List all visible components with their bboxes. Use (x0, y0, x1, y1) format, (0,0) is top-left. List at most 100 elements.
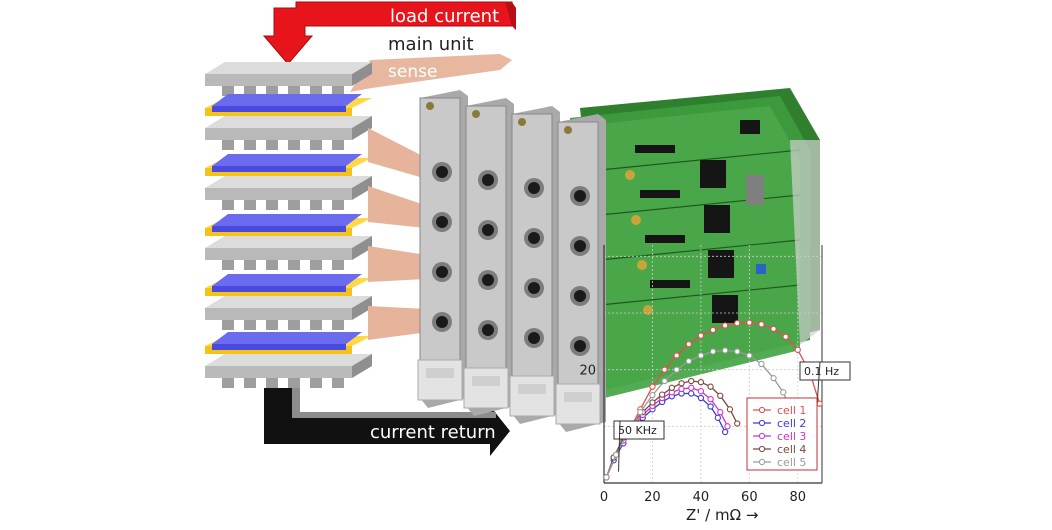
bipolar-plate (205, 296, 372, 330)
data-point (770, 325, 777, 333)
data-point (673, 366, 680, 373)
legend-label: cell 3 (777, 430, 806, 443)
load-current-arrow (262, 1, 516, 65)
current-return-label: current return (370, 422, 496, 443)
data-point (649, 392, 656, 399)
data-point (658, 391, 666, 398)
x-tick-label: 80 (790, 490, 807, 505)
main-unit-label: main unit (388, 34, 474, 55)
data-point (758, 321, 765, 328)
data-point (688, 377, 695, 385)
chart-annotations: 0.1 Hz 50 KHz (613, 361, 851, 472)
bipolar-plate (205, 176, 372, 210)
frequency-annotation: 50 KHz (613, 420, 665, 472)
data-point (697, 378, 705, 386)
x-tick-label: 0 (600, 490, 608, 505)
bipolar-plate (205, 62, 372, 96)
legend-label: cell 1 (777, 404, 806, 417)
legend-label: cell 5 (777, 456, 806, 469)
annotation-text: 50 KHz (618, 424, 657, 437)
legend-item: cell 4 (753, 443, 806, 456)
module-faceplate (509, 106, 560, 424)
legend-item: cell 2 (753, 417, 806, 430)
membrane-electrode (205, 154, 372, 176)
legend-label: cell 2 (777, 417, 806, 430)
pcb-stack (560, 88, 820, 402)
data-point (678, 385, 685, 393)
module-faceplate (463, 98, 514, 416)
data-point (678, 380, 685, 387)
data-point (697, 388, 705, 395)
module-faceplate (555, 114, 606, 432)
data-point (697, 352, 705, 359)
data-point (734, 320, 741, 327)
data-point (782, 333, 789, 340)
load-current-label: load current (390, 6, 499, 27)
data-point (726, 406, 734, 413)
data-point (707, 403, 714, 410)
data-point (734, 420, 741, 427)
bipolar-plate (205, 116, 372, 150)
data-point (603, 474, 610, 481)
data-point (717, 392, 724, 399)
data-point (770, 375, 777, 382)
data-point (661, 377, 668, 385)
x-tick-label: 20 (644, 490, 661, 505)
data-point (758, 360, 765, 368)
legend-item: cell 1 (753, 404, 806, 417)
membrane-electrode (205, 274, 372, 296)
data-point (780, 389, 787, 396)
data-point (794, 346, 801, 353)
data-point (649, 383, 656, 390)
data-point (649, 399, 656, 406)
data-point (688, 390, 695, 397)
data-point (721, 428, 729, 436)
membrane-electrode (205, 332, 372, 354)
data-point (685, 341, 692, 348)
data-point (612, 451, 620, 458)
nyquist-chart: 0 20 40 60 80 20 Z' / mΩ → 0.1 Hz 50 KHz cell … (579, 245, 851, 524)
faceplates (417, 90, 606, 432)
membrane-electrode (205, 214, 372, 236)
data-point (673, 352, 680, 359)
x-tick-label: 60 (741, 490, 758, 505)
series-cell-5 (603, 347, 797, 481)
data-point (697, 332, 705, 339)
membrane-electrode (205, 94, 372, 116)
data-point (685, 358, 692, 365)
x-tick-label: 40 (693, 490, 710, 505)
legend-item: cell 3 (753, 430, 806, 443)
data-point (721, 322, 729, 329)
data-point (688, 384, 695, 391)
fuel-cell-stack (205, 62, 372, 388)
bipolar-plate (205, 354, 372, 388)
legend-label: cell 4 (777, 443, 806, 456)
bipolar-plate (205, 236, 372, 270)
chart-tick-labels: 0 20 40 60 80 20 (579, 364, 806, 505)
data-point (697, 394, 705, 402)
data-point (746, 319, 753, 326)
data-point (707, 395, 714, 403)
x-axis-label: Z' / mΩ → (686, 506, 758, 524)
data-point (707, 383, 714, 390)
annotation-text: 0.1 Hz (804, 365, 839, 378)
data-point (637, 409, 644, 416)
module-faceplate (417, 90, 468, 408)
data-point (661, 366, 668, 373)
frequency-annotation: 0.1 Hz (799, 361, 851, 404)
data-point (717, 409, 724, 416)
sense-band-top (350, 54, 512, 92)
sense-label: sense (388, 62, 437, 82)
legend-item: cell 5 (753, 456, 806, 469)
y-tick-label: 20 (579, 364, 596, 379)
data-point (709, 348, 717, 355)
data-point (724, 423, 731, 430)
data-point (714, 414, 721, 421)
data-point (709, 326, 717, 334)
data-point (721, 347, 729, 354)
data-point (746, 352, 753, 359)
data-point (668, 384, 675, 391)
